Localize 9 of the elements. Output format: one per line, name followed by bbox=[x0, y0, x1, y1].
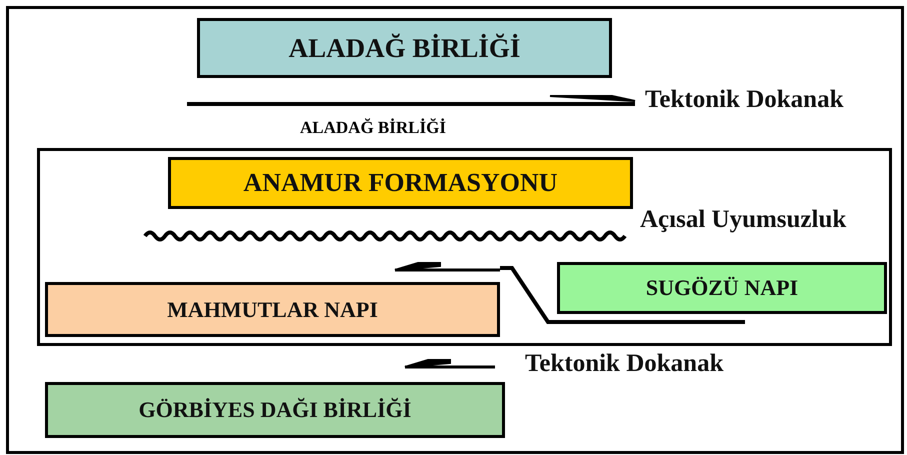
unit-box: SUGÖZÜ NAPI bbox=[557, 262, 887, 314]
unit-box: MAHMUTLAR NAPI bbox=[45, 282, 500, 337]
unit-box: ALADAĞ BİRLİĞİ bbox=[197, 18, 612, 78]
contact-label: Tektonik Dokanak bbox=[525, 350, 724, 378]
unit-box: ANAMUR FORMASYONU bbox=[168, 157, 633, 209]
group-heading: ALADAĞ BİRLİĞİ bbox=[300, 118, 446, 138]
contact-label: Tektonik Dokanak bbox=[645, 86, 844, 114]
unit-box: GÖRBİYES DAĞI BİRLİĞİ bbox=[45, 382, 505, 438]
contact-label: Açısal Uyumsuzluk bbox=[640, 206, 846, 234]
